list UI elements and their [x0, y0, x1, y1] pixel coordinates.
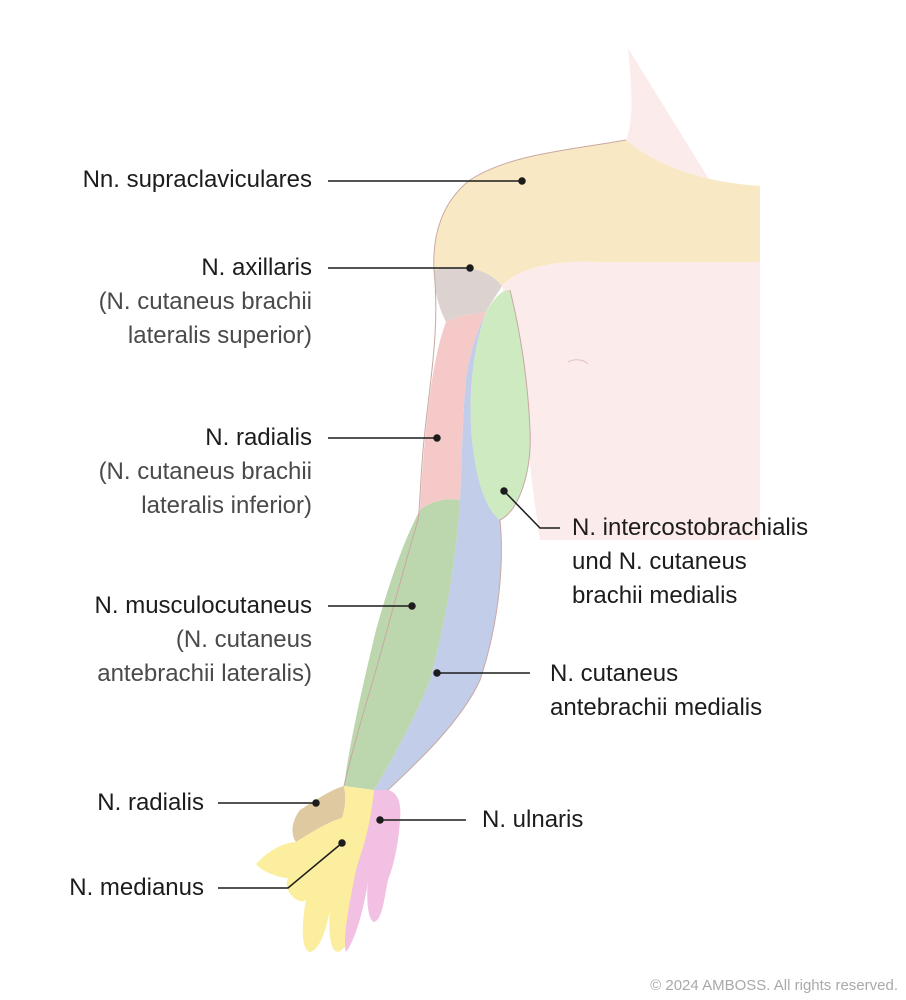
label-radialis-hand: N. radialis — [97, 789, 204, 816]
region-median-hand — [256, 786, 376, 952]
copyright-notice: © 2024 AMBOSS. All rights reserved. — [650, 977, 898, 994]
dot-intercosto — [500, 487, 508, 495]
dot-musculocut — [408, 602, 416, 610]
dot-ulnaris — [376, 816, 384, 824]
dot-axillaris — [466, 264, 474, 272]
region-radial-hand — [292, 786, 346, 842]
label-radialis-arm: N. radialis (N. cutaneus brachii lateral… — [98, 424, 312, 519]
dot-radialis-hand — [312, 799, 320, 807]
dot-radialis-arm — [433, 434, 441, 442]
leader-medianus — [218, 842, 343, 889]
label-intercostobrachialis: N. intercostobrachialis und N. cutaneus … — [572, 514, 809, 609]
label-medianus: N. medianus — [69, 874, 204, 901]
region-musculocutaneous — [344, 499, 460, 790]
region-medial-cutaneous — [374, 312, 502, 790]
dot-supraclav — [518, 177, 526, 185]
region-radial-arm — [420, 312, 486, 510]
region-supraclavicular — [433, 140, 760, 286]
label-supraclaviculares: Nn. supraclaviculares — [82, 166, 312, 193]
dot-cut-antebrachii — [433, 669, 441, 677]
region-intercostobrachial — [470, 290, 531, 520]
leader-intercosto — [503, 490, 560, 529]
dot-medianus — [338, 839, 346, 847]
navel-mark — [567, 359, 589, 365]
region-axillary — [434, 266, 502, 322]
label-musculocutaneus: N. musculocutaneus (N. cutaneus antebrac… — [94, 592, 312, 687]
label-cutaneus-antebrachii: N. cutaneus antebrachii medialis — [550, 660, 763, 721]
arm-outline — [343, 139, 627, 791]
label-ulnaris: N. ulnaris — [482, 806, 584, 833]
region-ulnar-hand — [344, 790, 401, 952]
torso-skin — [502, 48, 760, 540]
label-axillaris: N. axillaris (N. cutaneus brachii latera… — [98, 254, 312, 349]
